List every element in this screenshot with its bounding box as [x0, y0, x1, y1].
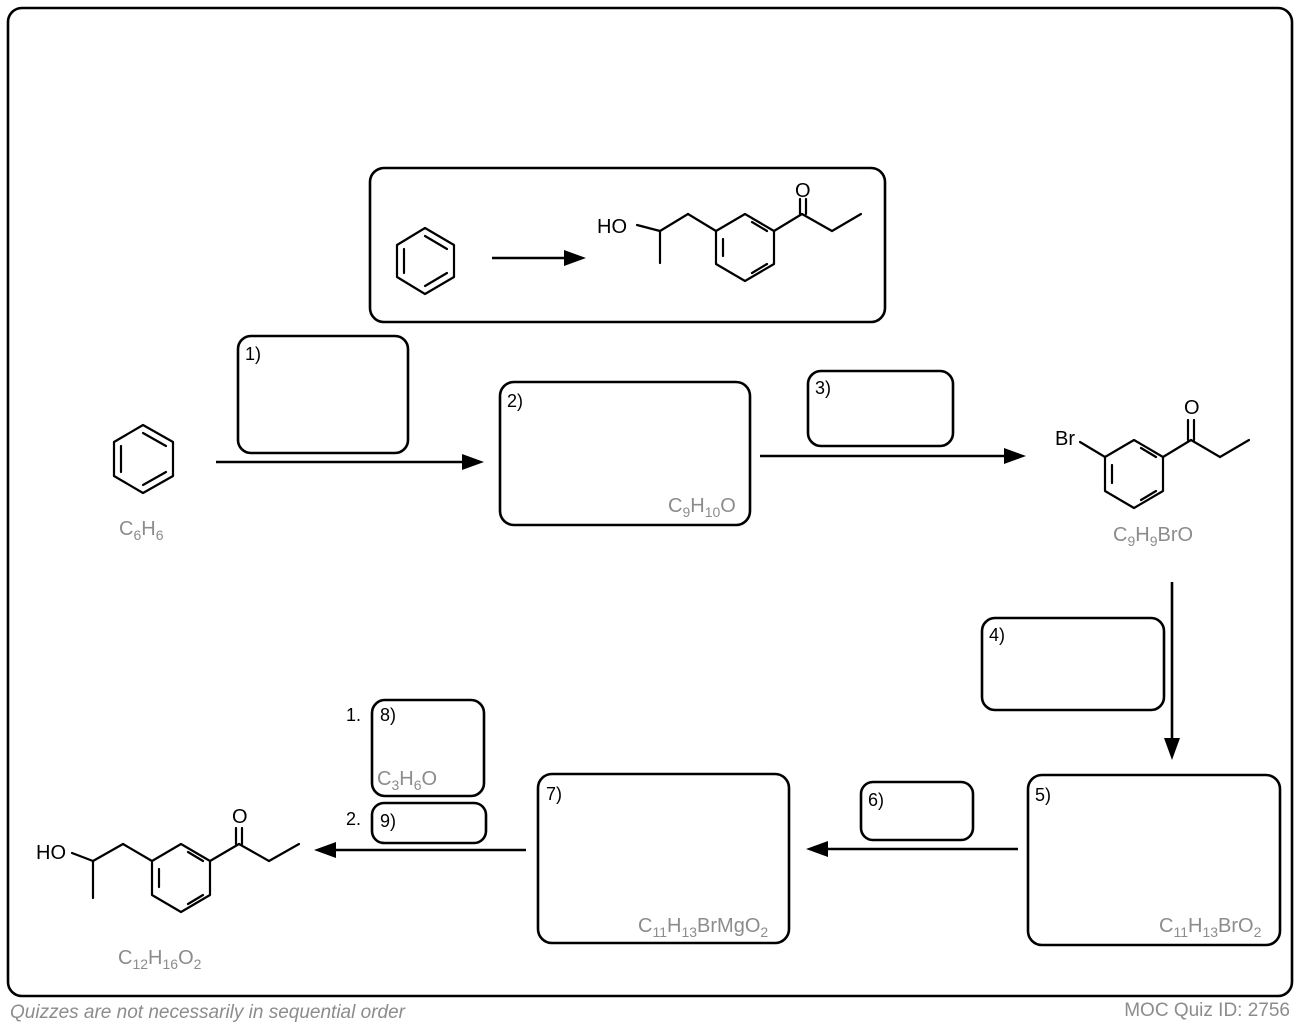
answer-box-5[interactable]: 5) C11H13BrO2: [1026, 773, 1282, 947]
answer-box-9[interactable]: 2. 9): [346, 801, 488, 845]
box-2-formula: C9H10O: [668, 495, 736, 520]
answer-box-7[interactable]: 7) C11H13BrMgO2: [536, 772, 791, 945]
answer-box-6[interactable]: 6): [859, 780, 975, 842]
bromoketone-structure: [1078, 418, 1251, 510]
box-3-label: 3): [815, 378, 831, 398]
final-formula: C12H16O2: [118, 947, 202, 972]
box-6-label: 6): [868, 790, 884, 810]
final-ho-label: HO: [36, 842, 66, 864]
answer-box-4[interactable]: 4): [980, 616, 1166, 712]
target-scheme: HO O: [368, 166, 887, 324]
arrowhead-step6: [806, 841, 828, 857]
bromoketone-br-label: Br: [1055, 428, 1075, 450]
box-7-formula: C11H13BrMgO2: [638, 915, 768, 940]
box-4-label: 4): [989, 625, 1005, 645]
target-ho-label: HO: [597, 216, 627, 238]
box-9-label: 9): [380, 811, 396, 831]
target-arrowhead: [564, 250, 586, 266]
box-7-label: 7): [546, 784, 562, 804]
answer-box-2[interactable]: 2) C9H10O: [498, 380, 752, 527]
box-8-label: 8): [380, 705, 396, 725]
box-5-formula: C11H13BrO2: [1159, 915, 1262, 940]
quiz-frame: [6, 6, 1294, 998]
final-product-structure: [70, 826, 301, 914]
box-5-label: 5): [1035, 785, 1051, 805]
benzene-start: C6H6: [112, 423, 175, 543]
arrowhead-step1: [462, 454, 484, 470]
target-o-label: O: [795, 180, 811, 202]
box-9-step-number: 2.: [346, 809, 361, 829]
bromoketone: Br O C9H9BrO: [1055, 397, 1251, 549]
benzene-formula: C6H6: [119, 518, 164, 543]
box-1-label: 1): [245, 344, 261, 364]
answer-box-3[interactable]: 3): [806, 369, 955, 448]
benzene-structure: [112, 423, 175, 495]
final-o-label: O: [232, 806, 248, 828]
target-benzene-structure: [395, 226, 456, 296]
arrowhead-step3: [1004, 448, 1026, 464]
target-product-structure: [635, 197, 863, 283]
box-2-label: 2): [507, 391, 523, 411]
quiz-id: MOC Quiz ID: 2756: [1124, 1000, 1290, 1021]
box-8-step-number: 1.: [346, 705, 361, 725]
bromoketone-o-label: O: [1184, 397, 1200, 419]
target-scheme-box: [368, 166, 887, 324]
bromoketone-formula: C9H9BrO: [1113, 524, 1193, 549]
arrowhead-step4: [1164, 738, 1180, 760]
answer-box-8[interactable]: 1. 8) C3H6O: [346, 698, 486, 798]
arrowhead-step8-9: [314, 842, 336, 858]
final-product: HO O C12H16O2: [36, 806, 301, 972]
footer-note: Quizzes are not necessarily in sequentia…: [10, 1002, 406, 1023]
box-8-formula: C3H6O: [377, 768, 437, 793]
answer-box-1[interactable]: 1): [236, 334, 410, 455]
